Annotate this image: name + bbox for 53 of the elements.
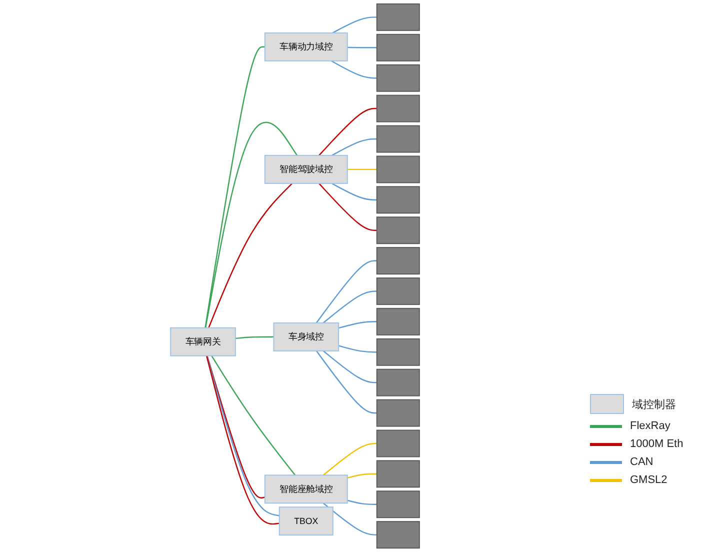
node-box: 智能驾驶域控: [264, 154, 348, 184]
node-box: [376, 521, 420, 549]
node-box: [376, 186, 420, 214]
connector: [338, 321, 377, 329]
connector: [318, 108, 377, 156]
connector: [347, 473, 377, 479]
node-box: 车辆动力域控: [264, 32, 348, 62]
connector: [204, 122, 298, 328]
node-box: [376, 490, 420, 518]
node-box: [376, 308, 420, 336]
node-box: [376, 34, 420, 62]
legend-label: GMSL2: [630, 474, 668, 486]
connector: [347, 500, 377, 505]
connector: [204, 46, 265, 328]
connector: [316, 260, 377, 324]
connector: [347, 168, 377, 170]
node-box: [376, 430, 420, 458]
connector: [318, 183, 377, 231]
connector: [208, 183, 293, 328]
legend-label: FlexRay: [630, 420, 670, 432]
connector: [322, 442, 377, 476]
legend-label: CAN: [630, 456, 654, 468]
connector: [347, 46, 377, 48]
node-box: TBOX: [278, 506, 334, 536]
node-box: 车辆网关: [170, 327, 236, 356]
connector: [330, 60, 377, 79]
node-box: [376, 64, 420, 92]
connector: [332, 138, 377, 156]
node-box: [376, 247, 420, 275]
node-box: [376, 368, 420, 396]
connector: [322, 502, 377, 536]
connector: [338, 345, 377, 353]
connector: [322, 290, 377, 324]
connector: [332, 182, 377, 200]
legend-label: 1000M Eth: [630, 438, 684, 450]
node-box: 智能座舱域控: [264, 474, 348, 504]
connector: [211, 355, 296, 476]
connector: [322, 350, 377, 384]
node-box: [376, 399, 420, 427]
node-box: [376, 277, 420, 305]
connector: [316, 350, 377, 414]
connector: [206, 356, 265, 498]
legend-label: 域控制器: [632, 398, 676, 412]
connector: [235, 336, 274, 340]
node-box: [376, 216, 420, 244]
node-box: 车身域控: [273, 322, 340, 352]
node-box: [376, 125, 420, 153]
node-box: [376, 338, 420, 366]
node-box: [376, 156, 420, 184]
node-box: [376, 460, 420, 488]
node-box: [376, 3, 420, 31]
node-box: [376, 94, 420, 122]
connector: [332, 16, 377, 34]
